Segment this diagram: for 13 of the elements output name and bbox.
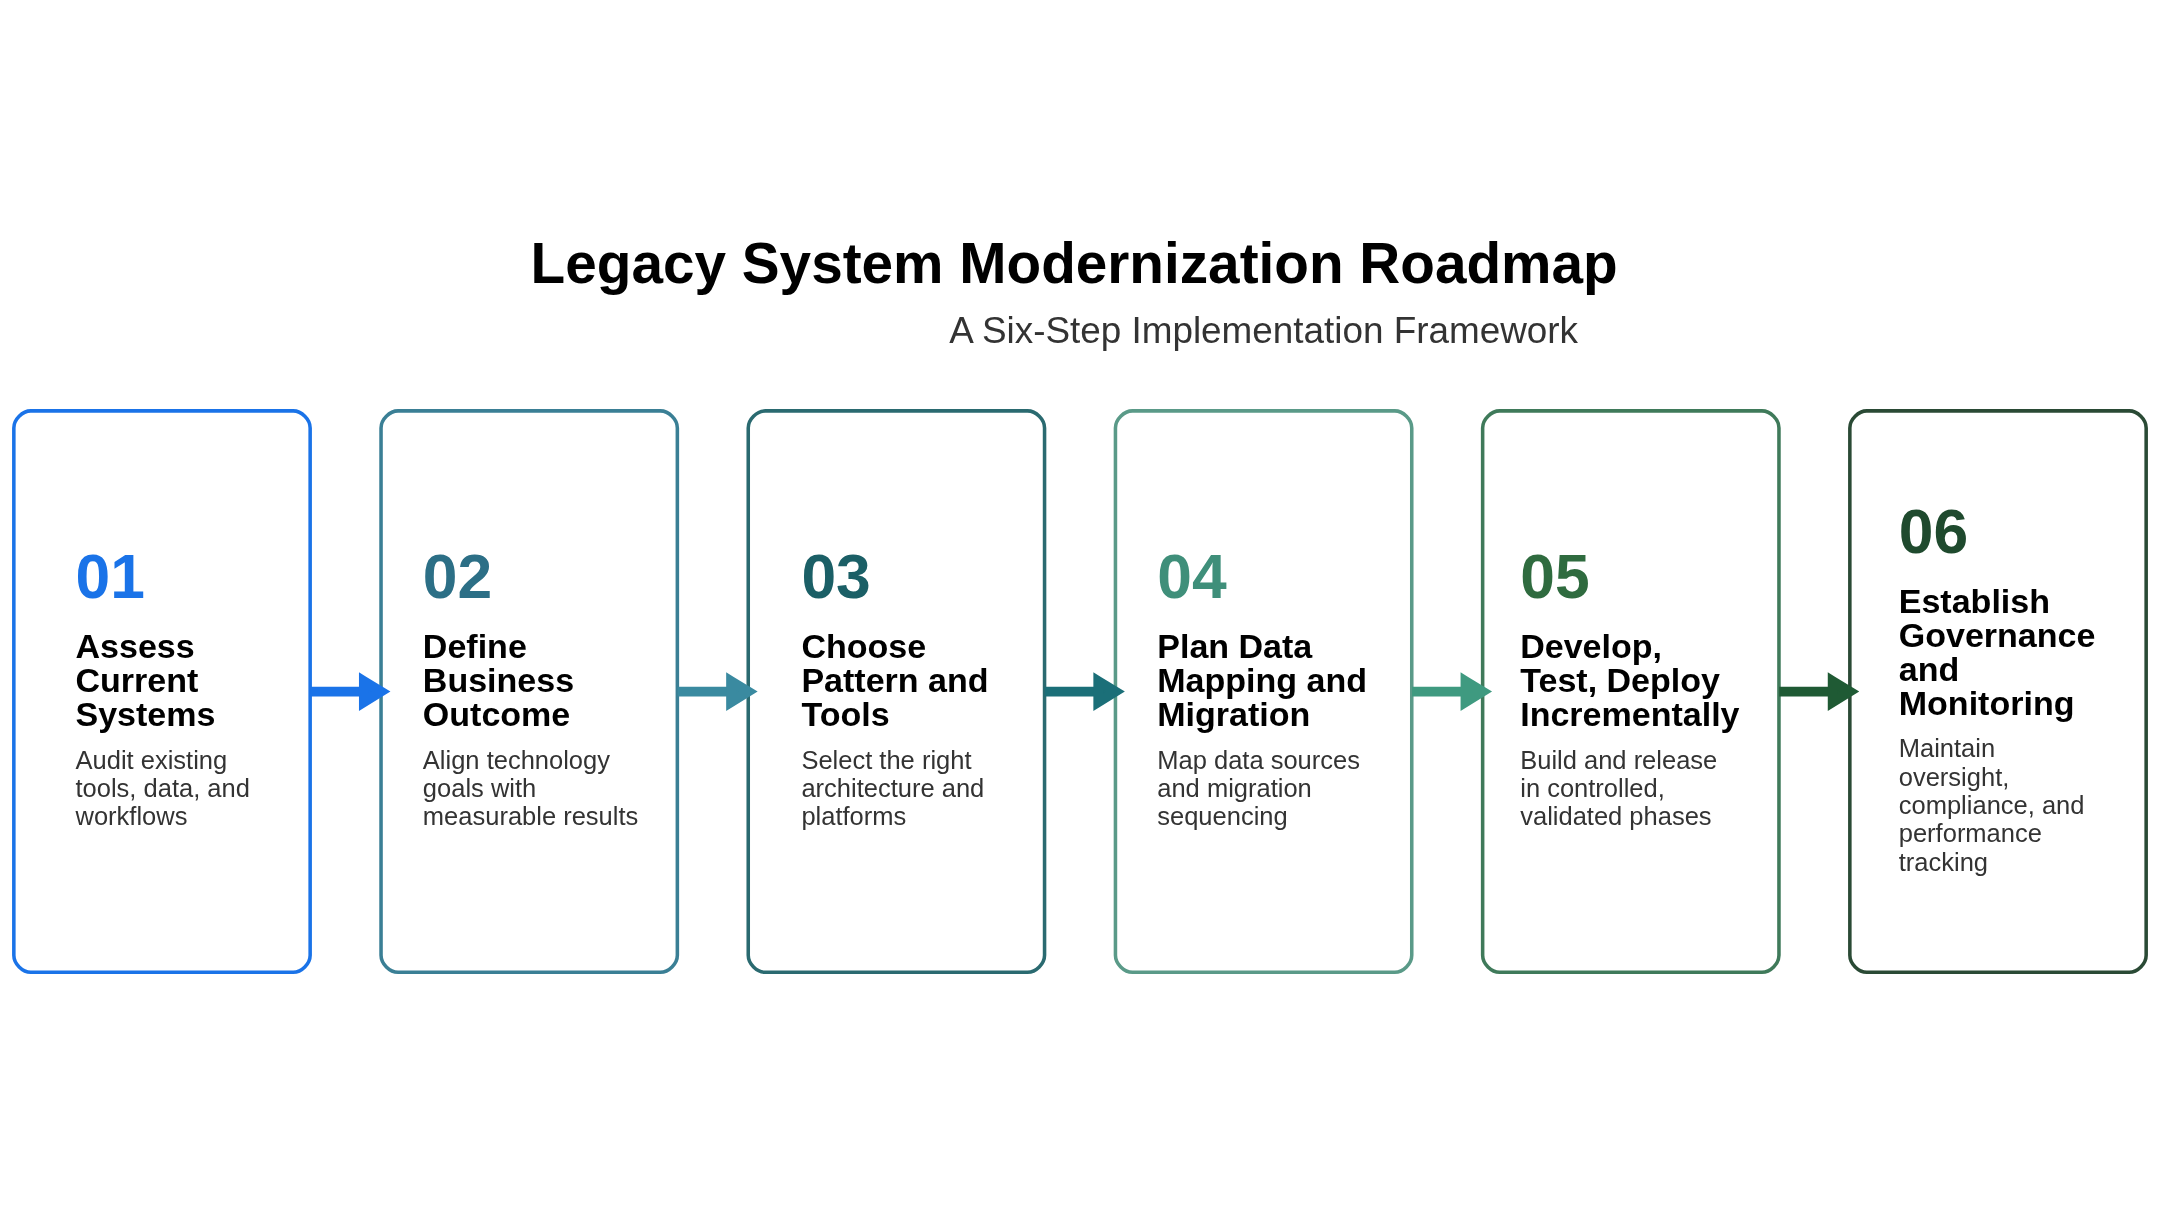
node-box: 05 Develop, Test, Deploy Incrementally Build and release in controlled, validated phases (1480, 409, 1781, 975)
node-box: 03 Choose Pattern and Tools Select the right architecture and platforms (746, 409, 1047, 975)
arrow (677, 672, 758, 711)
arrow (1779, 672, 1860, 711)
node-box: 01 Assess Current Systems Audit existing tools, data, and workflows (12, 409, 312, 975)
node-box: 02 Define Business Outcome Align technology goals with measurable results (379, 409, 680, 975)
node-box: 04 Plan Data Mapping and Migration Map data sources and migration sequencing (1113, 409, 1414, 975)
arrow (310, 672, 391, 711)
diagram-title: Legacy System Modernization Roadmap (530, 232, 1618, 296)
label: A Six-Step Implementation Framework (949, 309, 1579, 351)
arrow (1412, 672, 1493, 711)
node-box: 06 Establish Governance and Monitoring Maintain oversight, compliance, and performance tracking (1848, 409, 2148, 975)
arrow (1044, 672, 1125, 711)
